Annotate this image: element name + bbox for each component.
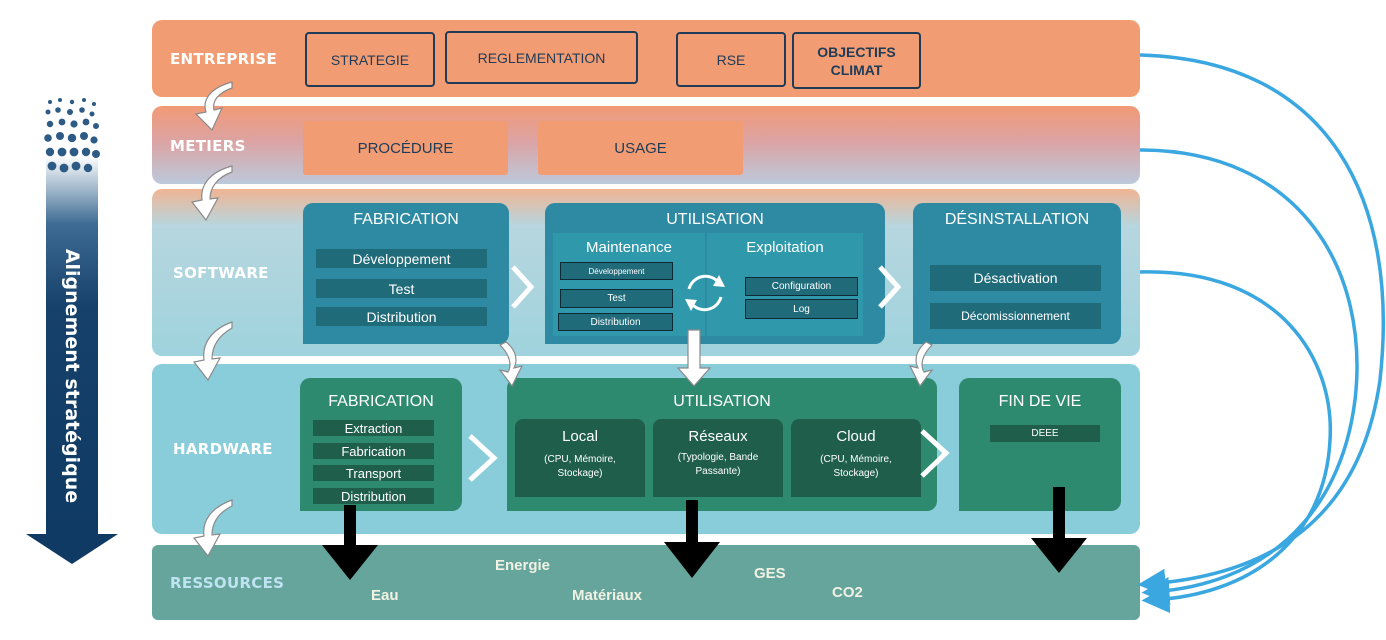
hardware-fabrication-title: FABRICATION: [328, 393, 434, 410]
usage-box: USAGE: [538, 121, 743, 175]
layer-ressources: [152, 545, 1140, 620]
exploitation-item: Configuration: [745, 277, 858, 296]
sw-fab-item: Distribution: [316, 307, 487, 326]
strategic-alignment-arrow: Alignement stratégique: [26, 96, 118, 566]
hw-fdv-item: DEEE: [990, 425, 1100, 442]
exploitation-section: Exploitation Configuration Log: [707, 233, 863, 336]
resource-energie: Energie: [495, 557, 551, 574]
resource-eau: Eau: [371, 587, 399, 604]
layer-label-ressources: RESSOURCES: [170, 574, 285, 592]
sw-fab-item: Développement: [316, 249, 487, 268]
reglementation-box: REGLEMENTATION: [445, 31, 638, 84]
software-desinstallation-title: DÉSINSTALLATION: [944, 211, 1090, 228]
hw-card-cloud: Cloud (CPU, Mémoire, Stockage): [791, 419, 921, 497]
strategie-box: STRATEGIE: [305, 32, 435, 87]
hw-card-title: Réseaux: [688, 428, 748, 445]
maintenance-item: Distribution: [558, 313, 673, 331]
objectifs-climat-label: OBJECTIFS CLIMAT: [817, 43, 896, 78]
software-utilisation-title: UTILISATION: [666, 211, 764, 228]
procedure-box: PROCÉDURE: [303, 121, 508, 175]
hw-card-reseaux: Réseaux (Typologie, Bande Passante): [653, 419, 783, 497]
feedback-arrow: [1139, 148, 1359, 605]
layer-label-entreprise: ENTREPRISE: [170, 50, 278, 68]
hardware-utilisation-panel: UTILISATION Local (CPU, Mémoire, Stockag…: [507, 378, 937, 511]
resource-ges: GES: [754, 565, 786, 582]
objectifs-climat-box: OBJECTIFS CLIMAT: [792, 32, 921, 89]
resource-materiaux: Matériaux: [572, 587, 643, 604]
software-fabrication-title: FABRICATION: [353, 211, 459, 228]
feedback-arrow: [1137, 53, 1385, 597]
software-utilisation-panel: UTILISATION Maintenance Développement Te…: [545, 203, 885, 344]
rse-box: RSE: [676, 32, 786, 87]
maintenance-title: Maintenance: [586, 239, 672, 256]
hardware-fin-de-vie-panel: FIN DE VIE DEEE: [959, 378, 1121, 511]
sw-des-item: Décomissionnement: [930, 303, 1101, 329]
hardware-fabrication-panel: FABRICATION Extraction Fabrication Trans…: [300, 378, 462, 511]
hw-card-title: Cloud: [836, 428, 876, 445]
hw-card-title: Local: [562, 428, 598, 445]
hw-fab-item: Transport: [313, 465, 434, 481]
software-desinstallation-panel: DÉSINSTALLATION Désactivation Décomissio…: [913, 203, 1121, 344]
maintenance-section: Maintenance Développement Test Distribut…: [553, 233, 705, 336]
hw-card-sub: (Typologie, Bande Passante): [677, 452, 759, 477]
hw-card-local: Local (CPU, Mémoire, Stockage): [515, 419, 645, 497]
hardware-utilisation-title: UTILISATION: [673, 393, 771, 410]
cycle-icon: [675, 263, 735, 323]
sw-des-item: Désactivation: [930, 265, 1101, 291]
layer-entreprise: [152, 20, 1140, 97]
software-fabrication-panel: FABRICATION Développement Test Distribut…: [303, 203, 509, 344]
resource-co2: CO2: [832, 584, 863, 601]
strategic-alignment-label: Alignement stratégique: [61, 248, 83, 504]
hw-fab-item: Extraction: [313, 420, 434, 436]
feedback-arrow: [1139, 270, 1333, 614]
hw-card-sub: (CPU, Mémoire, Stockage): [544, 454, 616, 479]
layer-label-hardware: HARDWARE: [173, 440, 273, 458]
exploitation-item: Log: [745, 299, 858, 319]
sw-fab-item: Test: [316, 279, 487, 298]
exploitation-title: Exploitation: [746, 239, 824, 256]
layer-label-metiers: METIERS: [170, 137, 246, 155]
layer-label-software: SOFTWARE: [173, 264, 269, 282]
hw-fab-item: Fabrication: [313, 443, 434, 459]
maintenance-item: Développement: [560, 262, 673, 280]
hw-fab-item: Distribution: [313, 488, 434, 504]
maintenance-item: Test: [560, 289, 673, 308]
hardware-fin-de-vie-title: FIN DE VIE: [998, 393, 1082, 410]
hw-card-sub: (CPU, Mémoire, Stockage): [820, 454, 892, 479]
